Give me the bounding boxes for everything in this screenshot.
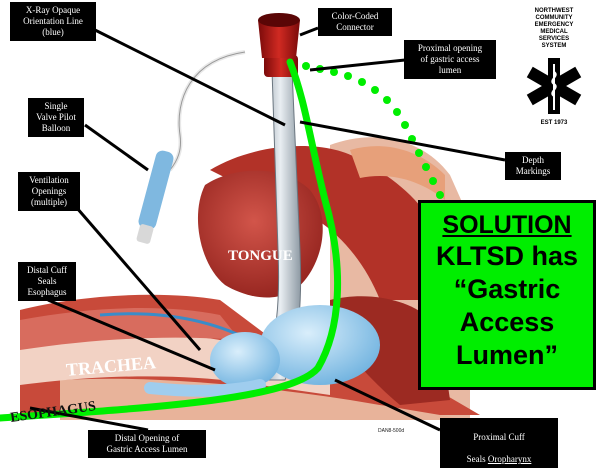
label-ventilation: Ventilation Openings (multiple) (18, 172, 80, 211)
solution-title: SOLUTION (421, 211, 593, 240)
proximal-cuff-line1: Proximal Cuff (473, 432, 525, 442)
proximal-cuff-link: Oropharynx (488, 454, 532, 464)
label-proximal-opening: Proximal opening of gastric access lumen (404, 40, 496, 79)
label-pilot-balloon: Single Valve Pilot Balloon (28, 98, 84, 137)
leader-proximal-opening (310, 60, 405, 70)
solution-callout: SOLUTION KLTSD has “Gastric Access Lumen… (418, 200, 596, 390)
connector-opening (258, 13, 300, 27)
star-of-life-icon (526, 54, 582, 118)
leader-pilot (85, 125, 148, 170)
tongue-label: TONGUE (228, 248, 293, 265)
solution-line-4: Lumen” (421, 339, 593, 372)
tongue-body (198, 171, 323, 298)
proximal-cuff-line2: Seals (467, 454, 488, 464)
label-distal-opening: Distal Opening of Gastric Access Lumen (88, 430, 206, 458)
distal-cuff (210, 332, 280, 388)
label-depth-markings: Depth Markings (505, 152, 561, 180)
proximal-cuff (260, 305, 380, 385)
label-connector: Color-Coded Connector (318, 8, 392, 36)
label-xray-line: X-Ray Opaque Orientation Line (blue) (10, 2, 96, 41)
ems-system-logo: NORTHWEST COMMUNITY EMERGENCY MEDICAL SE… (518, 8, 590, 132)
illustration-credit: DAN8-500d (378, 428, 404, 434)
logo-text-top: NORTHWEST COMMUNITY EMERGENCY MEDICAL SE… (518, 8, 590, 50)
leader-xray (95, 30, 285, 125)
pilot-valve (136, 223, 154, 244)
pilot-balloon (137, 149, 175, 231)
solution-line-1: KLTSD has (421, 240, 593, 273)
tube-tip (150, 385, 260, 391)
pilot-line (170, 52, 245, 170)
label-distal-cuff: Distal Cuff Seals Esophagus (18, 262, 76, 301)
logo-text-bottom: EST 1973 (518, 120, 590, 127)
leader-connector (300, 28, 318, 35)
solution-line-3: Access (421, 306, 593, 339)
solution-line-2: “Gastric (421, 273, 593, 306)
